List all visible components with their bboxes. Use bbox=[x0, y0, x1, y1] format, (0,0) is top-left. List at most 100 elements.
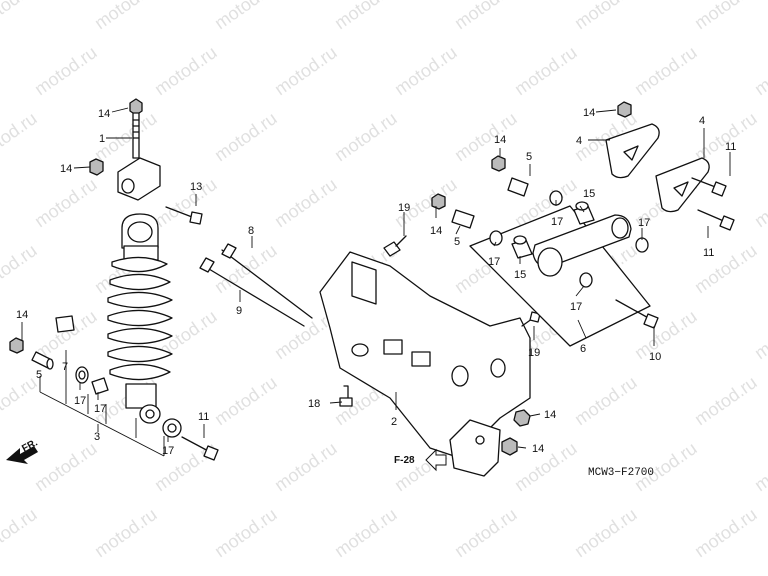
watermark-text: motod.ru bbox=[451, 504, 521, 561]
cover-plate bbox=[449, 419, 501, 477]
callout-label: 17 bbox=[162, 445, 174, 457]
bolt-11-upper bbox=[691, 177, 727, 197]
watermark-text: motod.ru bbox=[151, 42, 221, 99]
callout-label: 13 bbox=[190, 181, 202, 193]
callout-label: 14 bbox=[583, 107, 595, 119]
watermark-text: motod.ru bbox=[211, 504, 281, 561]
callout-label: 17 bbox=[488, 256, 500, 268]
collar-5-mid bbox=[451, 209, 475, 229]
watermark-text: motod.ru bbox=[151, 174, 221, 231]
callout-label: 14 bbox=[544, 409, 556, 421]
watermark-text: motod.ru bbox=[31, 438, 101, 495]
bushing-15-lower bbox=[511, 235, 533, 259]
watermark-text: motod.ru bbox=[211, 0, 281, 33]
ref-arrow-icon bbox=[425, 448, 447, 472]
callout-label: 7 bbox=[62, 361, 68, 373]
watermark-text: motod.ru bbox=[751, 174, 768, 231]
diagram-code: MCW3−F2700 bbox=[588, 467, 654, 479]
watermark-text: motod.ru bbox=[511, 42, 581, 99]
front-arrow-icon bbox=[6, 446, 38, 464]
callout-label: 11 bbox=[198, 411, 209, 423]
watermark-text: motod.ru bbox=[0, 0, 40, 33]
bracket-3-line bbox=[39, 391, 165, 457]
watermark-text: motod.ru bbox=[691, 0, 761, 33]
watermark-text: motod.ru bbox=[451, 108, 521, 165]
nut-13 bbox=[513, 409, 531, 427]
callout-label: 17 bbox=[94, 403, 106, 415]
leader-lines bbox=[21, 107, 731, 449]
callout-label: 14 bbox=[16, 309, 28, 321]
watermark-text: motod.ru bbox=[0, 240, 40, 297]
reference-indicator[interactable]: F-28 bbox=[394, 448, 447, 472]
watermark-text: motod.ru bbox=[271, 438, 341, 495]
bolt-11-lower bbox=[181, 436, 219, 461]
watermark-text: motod.ru bbox=[31, 174, 101, 231]
bolt-8 bbox=[221, 243, 313, 319]
callout-label: 17 bbox=[570, 301, 582, 313]
callout-label: 11 bbox=[725, 141, 736, 153]
watermark-text: motod.ru bbox=[691, 504, 761, 561]
callout-label: 5 bbox=[526, 151, 532, 163]
callout-label: 2 bbox=[391, 416, 397, 428]
callout-labels: 14 1 14 13 8 9 14 7 5 17 17 3 17 11 19 1… bbox=[16, 107, 736, 457]
bracket-3-ticks bbox=[39, 382, 165, 456]
watermark-text: motod.ru bbox=[271, 42, 341, 99]
bolt-12 bbox=[165, 206, 203, 225]
watermark-text: motod.ru bbox=[631, 42, 701, 99]
watermark-text: motod.ru bbox=[211, 108, 281, 165]
watermark-text: motod.ru bbox=[571, 0, 641, 33]
callout-label: 11 bbox=[703, 247, 714, 259]
callout-label: 19 bbox=[398, 202, 410, 214]
watermark-text: motod.ru bbox=[0, 372, 40, 429]
callout-label: 1 bbox=[99, 133, 105, 145]
watermark-text: motod.ru bbox=[331, 504, 401, 561]
plate-4-left bbox=[605, 123, 660, 179]
watermark-text: motod.ru bbox=[91, 0, 161, 33]
front-direction-indicator: FR. bbox=[6, 437, 40, 464]
callout-label: 14 bbox=[494, 134, 506, 146]
watermark-text: motod.ru bbox=[31, 42, 101, 99]
bolt-18 bbox=[339, 385, 353, 407]
watermark-text: motod.ru bbox=[211, 240, 281, 297]
callout-label: 14 bbox=[60, 163, 72, 175]
callout-label: 3 bbox=[94, 431, 100, 443]
watermark-text: motod.ru bbox=[751, 42, 768, 99]
callout-label: 4 bbox=[576, 135, 582, 147]
watermark-text: motod.ru bbox=[571, 504, 641, 561]
callout-label: 6 bbox=[580, 343, 586, 355]
callout-label: 5 bbox=[36, 369, 42, 381]
collar-5 bbox=[31, 351, 54, 370]
nut-14-plate bbox=[501, 437, 518, 456]
bearing-16 bbox=[91, 377, 109, 395]
callout-label: 14 bbox=[98, 108, 110, 120]
nuts-14-right bbox=[431, 101, 632, 210]
watermark-text: motod.ru bbox=[91, 504, 161, 561]
callout-label: 9 bbox=[236, 305, 242, 317]
washer-17-lower bbox=[162, 418, 182, 438]
watermark-text: motod.ru bbox=[0, 504, 40, 561]
bolt-19-upper bbox=[383, 235, 407, 257]
watermark-text: motod.ru bbox=[331, 0, 401, 33]
bolt-11-mid bbox=[697, 209, 735, 231]
watermark-text: motod.ru bbox=[571, 372, 641, 429]
watermark-text: motod.ru bbox=[451, 0, 521, 33]
bushing-15-upper bbox=[573, 201, 595, 225]
callout-label: 10 bbox=[649, 351, 661, 363]
watermark-text: motod.ru bbox=[511, 438, 581, 495]
watermark-text: motod.ru bbox=[271, 174, 341, 231]
plate-4-right bbox=[655, 157, 710, 213]
callout-label: 18 bbox=[308, 398, 320, 410]
seal-17-left bbox=[75, 366, 89, 384]
label-plate-7 bbox=[55, 315, 75, 333]
collar-5-right bbox=[507, 177, 529, 197]
callout-label: 17 bbox=[638, 217, 650, 229]
callout-label: 19 bbox=[528, 347, 540, 359]
callout-label: 4 bbox=[699, 115, 705, 127]
watermark-text: motod.ru bbox=[0, 108, 40, 165]
bolt-9 bbox=[199, 257, 305, 327]
watermark-text: motod.ru bbox=[751, 306, 768, 363]
shock-absorber bbox=[107, 98, 173, 424]
watermark-text: motod.ru bbox=[751, 438, 768, 495]
callout-label: 15 bbox=[583, 188, 595, 200]
